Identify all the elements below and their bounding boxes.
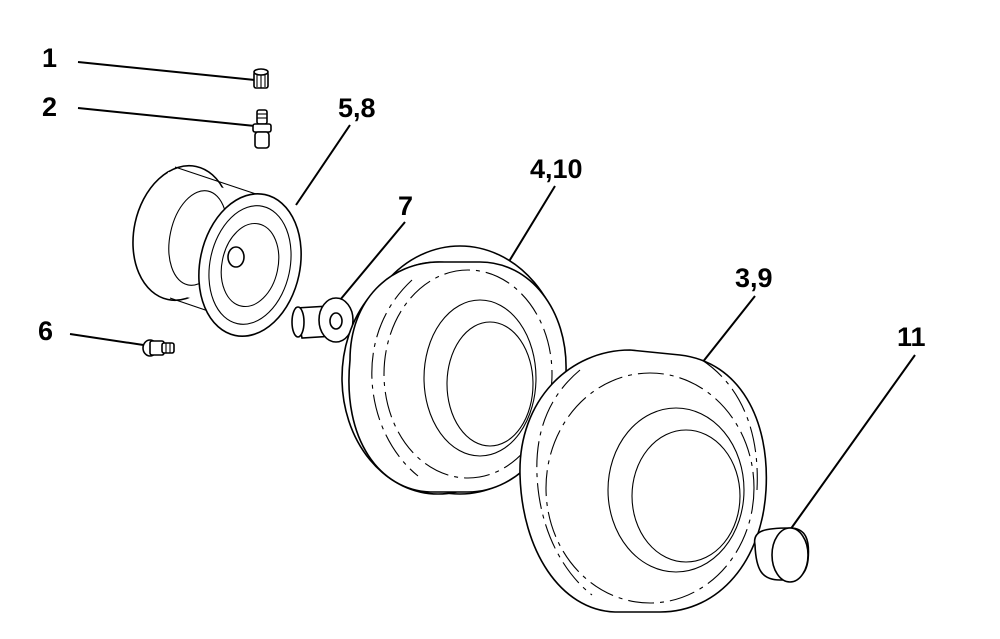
grease-fitting-part	[142, 339, 175, 357]
callout-label-7: 7	[398, 191, 413, 221]
hub-cap-part	[753, 527, 810, 583]
valve-cap-part	[253, 68, 269, 89]
callout-label-4-10: 4,10	[530, 154, 583, 184]
leader-line-7	[339, 221, 406, 301]
callout-label-2: 2	[42, 92, 57, 122]
callout-label-3-9: 3,9	[735, 263, 773, 293]
leader-line-1	[77, 61, 256, 81]
tire-4-10-part	[341, 245, 567, 495]
valve-stem-part	[252, 109, 272, 149]
leader-line-5-8	[295, 124, 351, 206]
bushing-part	[291, 297, 354, 343]
callout-label-11: 11	[897, 322, 926, 352]
callout-label-5-8: 5,8	[338, 93, 376, 123]
leader-lines	[69, 61, 916, 531]
leader-line-11	[789, 354, 916, 531]
callout-label-6: 6	[38, 316, 53, 346]
leader-line-6	[69, 333, 151, 347]
leader-line-3-9	[697, 295, 756, 369]
leader-line-4-10	[504, 185, 556, 269]
tire-3-9-part	[519, 349, 768, 613]
wheel-rim-part	[132, 164, 302, 337]
callout-label-1: 1	[42, 43, 57, 73]
leader-line-2	[77, 107, 256, 127]
